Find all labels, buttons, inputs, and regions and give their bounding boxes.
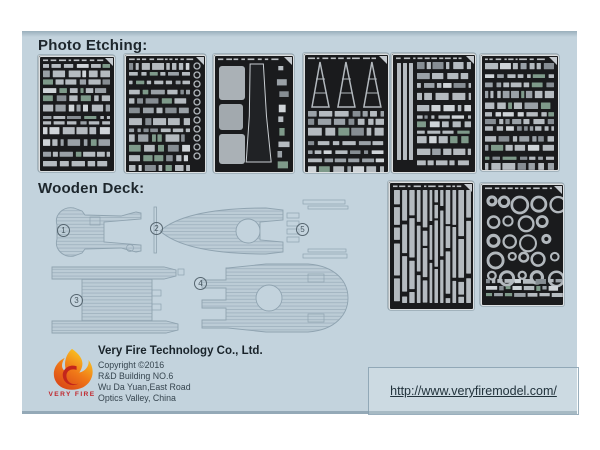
photo-etching-heading: Photo Etching:	[38, 37, 148, 54]
address-line: Optics Valley, China	[98, 393, 176, 403]
wood-deck-sheet-1	[388, 181, 474, 310]
photo-etch-sheet-3	[213, 54, 294, 173]
part-number-3: 3	[70, 294, 83, 307]
deck-part-4-drawing	[201, 263, 349, 333]
deck-part-1-drawing	[55, 207, 142, 257]
part-number-1: 1	[57, 224, 70, 237]
photo-etch-sheet-5	[391, 53, 476, 173]
part-number-4: 4	[194, 277, 207, 290]
logo-wordmark: VERY FIRE	[48, 391, 96, 398]
photo-etch-sheet-4	[303, 53, 389, 173]
address-line: Copyright ©2016	[98, 360, 165, 370]
photo-etch-sheet-2	[124, 54, 206, 173]
part-number-2: 2	[150, 222, 163, 235]
part-number-5: 5	[296, 223, 309, 236]
company-address: Copyright ©2016 R&D Building NO.6 Wu Da …	[98, 360, 191, 404]
company-name: Very Fire Technology Co., Ltd.	[98, 345, 263, 357]
deck-part-2-drawing	[153, 199, 349, 259]
deck-part-3-drawing	[51, 266, 185, 334]
photo-etch-sheet-6	[480, 54, 559, 171]
address-line: R&D Building NO.6	[98, 371, 174, 381]
veryfire-logo: VERY FIRE	[44, 347, 100, 403]
website-box: http://www.veryfiremodel.com/	[368, 367, 579, 415]
wood-deck-sheet-2	[480, 183, 564, 306]
website-link[interactable]: http://www.veryfiremodel.com/	[390, 384, 557, 398]
flame-icon	[53, 348, 93, 390]
photo-etch-sheet-1	[38, 55, 115, 172]
address-line: Wu Da Yuan,East Road	[98, 382, 191, 392]
wooden-deck-heading: Wooden Deck:	[38, 180, 145, 197]
